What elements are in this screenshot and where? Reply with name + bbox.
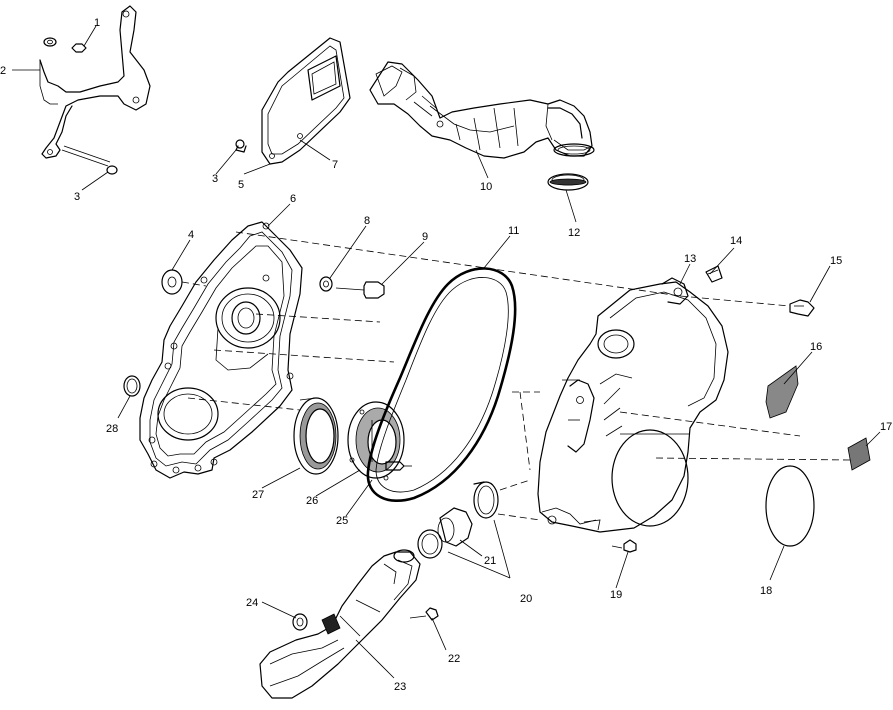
screw-22 (409, 607, 439, 621)
callout-25: 25 (336, 515, 348, 527)
callout-2: 2 (0, 65, 6, 77)
decal-17 (847, 437, 871, 471)
callout-12: 12 (568, 227, 580, 239)
callout-9: 9 (422, 231, 428, 243)
alignment-lines (187, 231, 851, 521)
outer-cover (537, 277, 729, 533)
callout-16: 16 (810, 341, 822, 353)
mounting-bracket (39, 5, 151, 159)
callout-6: 6 (290, 193, 296, 205)
washer-4 (161, 269, 207, 295)
clamp-20b (417, 529, 443, 559)
screw-19 (611, 539, 637, 553)
callout-15: 15 (830, 255, 842, 267)
callout-numbers: 1 2 3 3 4 5 6 7 8 9 10 11 12 13 14 15 16… (0, 17, 892, 693)
callout-22: 22 (448, 653, 460, 665)
screw-15 (789, 299, 815, 317)
leader-lines (12, 25, 881, 679)
callout-20: 20 (520, 593, 532, 605)
callout-21: 21 (484, 555, 496, 567)
callout-3-bolt: 3 (74, 191, 80, 203)
clamp-20a (473, 481, 499, 519)
drive-belt-11 (366, 267, 517, 503)
cover-plate (261, 37, 351, 165)
intake-duct (369, 61, 595, 159)
decal-16 (765, 365, 799, 419)
callout-17: 17 (880, 421, 892, 433)
callout-13: 13 (684, 253, 696, 265)
bolt-9 (335, 281, 385, 299)
callout-14: 14 (730, 235, 742, 247)
screw-25 (385, 461, 412, 471)
callout-10: 10 (480, 181, 492, 193)
callout-19: 19 (610, 589, 622, 601)
callout-26: 26 (306, 495, 318, 507)
callout-8: 8 (364, 215, 370, 227)
washer-8 (319, 276, 333, 292)
nut-1 (43, 37, 87, 53)
callout-28: 28 (106, 423, 118, 435)
screw-3-top (61, 145, 118, 175)
coupler-21 (437, 507, 473, 547)
callout-7: 7 (332, 159, 338, 171)
o-ring-12 (547, 173, 589, 191)
callout-23: 23 (394, 681, 406, 693)
inner-cover (139, 221, 303, 479)
callout-3-screw: 3 (212, 173, 218, 185)
callout-24: 24 (246, 597, 258, 609)
seal-27 (293, 397, 339, 475)
callout-11: 11 (508, 225, 519, 237)
screw-3-small (235, 139, 247, 153)
callout-18: 18 (760, 585, 772, 597)
callout-5: 5 (238, 179, 244, 191)
callout-4: 4 (188, 229, 194, 241)
callout-27: 27 (252, 489, 264, 501)
cover-plate-18 (765, 465, 815, 547)
washer-24 (292, 613, 308, 631)
lower-duct-23 (259, 549, 421, 699)
label-14 (705, 265, 723, 283)
callout-1: 1 (94, 17, 100, 29)
plug-28 (123, 375, 141, 397)
